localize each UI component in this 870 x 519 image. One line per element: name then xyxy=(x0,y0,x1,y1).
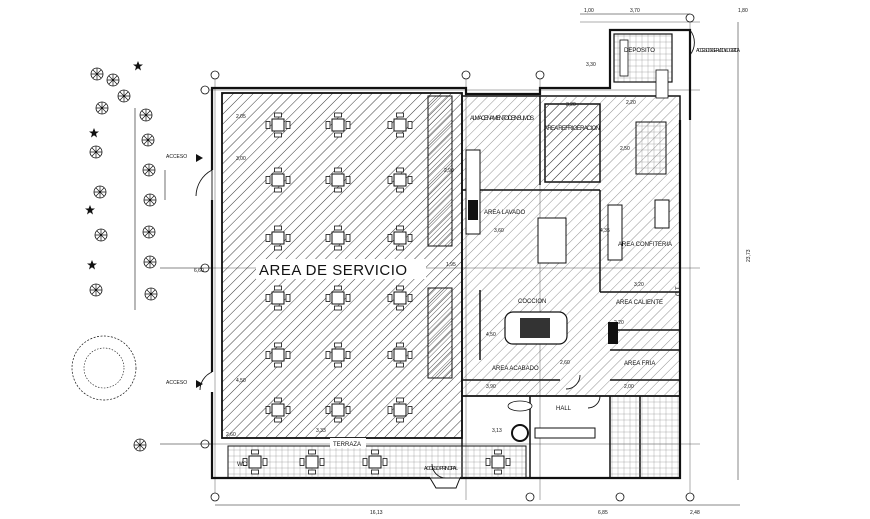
dimension-texts: 16,13 6,85 2,48 23,73 1,00 3,70 1,80 2,0… xyxy=(194,8,752,516)
depot-shelf xyxy=(619,39,629,77)
washing-counter xyxy=(465,149,481,235)
cooking-stove xyxy=(520,318,550,338)
dim-misc-7: 2,20 xyxy=(626,100,636,106)
access-service-label: ACCESO DE SERVICIO Y LOGISTICA xyxy=(696,48,741,54)
dim-misc-19: 2,60 xyxy=(226,432,236,438)
room-labels: ALMACENAMIENTO DE INSUMOS AREA REFRIGERA… xyxy=(237,48,682,468)
dim-misc-14: 6,60 xyxy=(194,268,204,274)
sink xyxy=(468,200,478,220)
terrace-label: TERRAZA xyxy=(333,442,361,448)
round-column xyxy=(511,424,529,442)
dim-right-total: 23,73 xyxy=(746,249,752,262)
access-top-label: ACCESO xyxy=(166,154,187,160)
dimension-lines xyxy=(215,13,740,506)
dim-misc-1: 3,00 xyxy=(236,156,246,162)
dim-misc-3: 4,50 xyxy=(236,378,246,384)
dim-bottom-mid: 6,85 xyxy=(598,510,608,516)
dim-bottom-left: 16,13 xyxy=(370,510,383,516)
landscape xyxy=(71,61,212,452)
cold-label: AREA FRIA xyxy=(624,361,655,367)
doors xyxy=(195,29,695,479)
dim-misc-18: 4,35 xyxy=(600,228,610,234)
hall-sofa xyxy=(507,400,533,412)
dim-misc-15: 3,60 xyxy=(494,228,504,234)
pastry-oven xyxy=(654,199,670,229)
depot-shelf-b xyxy=(655,69,669,99)
restroom-floor xyxy=(611,397,679,477)
dim-misc-16: 2,60 xyxy=(560,360,570,366)
pastry-counter xyxy=(607,204,623,261)
washing-label: AREA LAVADO xyxy=(484,210,525,216)
service-area-counter-lower xyxy=(427,287,453,379)
refrigeration-floor xyxy=(546,105,599,181)
dim-misc-2: 2,90 xyxy=(444,168,454,174)
dim-misc-6: 3,20 xyxy=(566,102,576,108)
dim-misc-8: 4,50 xyxy=(486,332,496,338)
dim-misc-4: 3,90 xyxy=(486,384,496,390)
hot-area-burners xyxy=(608,322,618,344)
dim-top-a: 1,00 xyxy=(584,8,594,14)
refrigeration-label: AREA REFRIGERACION xyxy=(544,126,600,132)
dim-misc-10: 3,13 xyxy=(492,428,502,434)
dim-misc-13: 3,33 xyxy=(316,428,326,434)
dim-misc-5: 2,50 xyxy=(620,146,630,152)
kitchen-label: COCCION xyxy=(518,299,546,305)
access-bottom-label: ACCESO xyxy=(166,380,187,386)
dim-misc-9: 2,20 xyxy=(614,320,624,326)
access-labels: ACCESO ACCESO ACCESO PRINCIPAL ACCESO DE… xyxy=(166,48,741,472)
dim-misc-11: 2,00 xyxy=(624,384,634,390)
finishing-label: AREA ACABADO xyxy=(492,366,539,372)
service-area-label: AREA DE SERVICIO xyxy=(259,262,408,279)
prep-table xyxy=(537,217,567,264)
dim-top-right: 1,80 xyxy=(738,8,748,14)
hall-counter xyxy=(534,427,596,439)
pastry-label: AREA CONFITERIA xyxy=(618,242,672,248)
side-label: C.T. xyxy=(676,285,682,296)
dim-misc-0: 2,05 xyxy=(236,114,246,120)
dim-bottom-right: 2,48 xyxy=(690,510,700,516)
hall-label: HALL xyxy=(556,406,572,412)
main-entrance-step xyxy=(429,477,461,489)
fridge-unit xyxy=(635,121,667,175)
access-main-label: ACCESO PRINCIPAL xyxy=(424,466,458,472)
hot-label: AREA CALIENTE xyxy=(616,300,663,306)
wc-label: WC xyxy=(237,462,248,468)
dim-misc-12: 3,20 xyxy=(634,282,644,288)
service-area-counter xyxy=(427,95,453,247)
depot-label: DEPOSITO xyxy=(624,48,655,54)
dim-top-b: 3,70 xyxy=(630,8,640,14)
storage-label: ALMACENAMIENTO DE INSUMOS xyxy=(470,116,534,122)
dim-misc-20: 3,30 xyxy=(586,62,596,68)
dim-misc-17: 1,95 xyxy=(446,262,456,268)
